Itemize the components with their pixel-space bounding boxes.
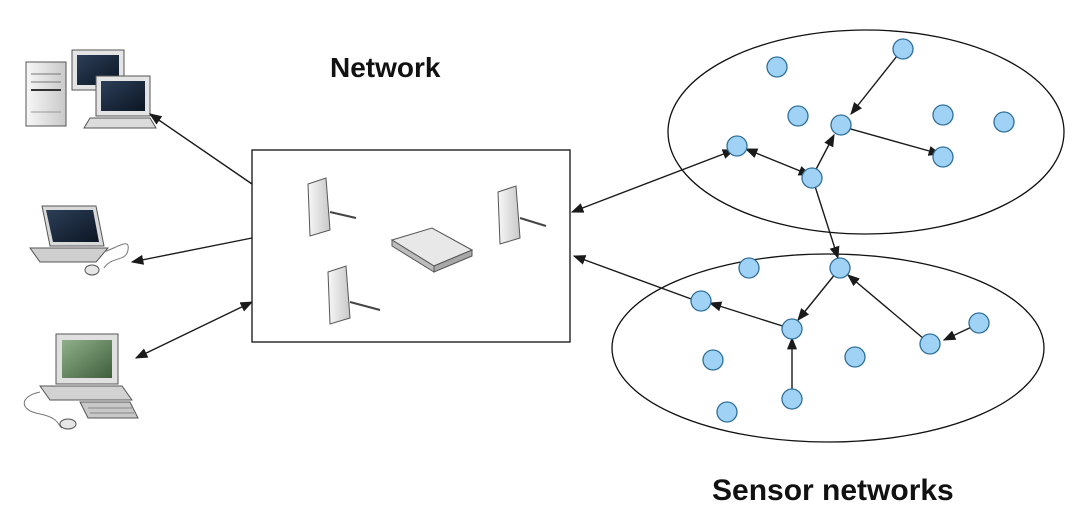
sensor-node <box>690 290 712 312</box>
sensor-node <box>968 312 990 334</box>
desktop-workstations-icon <box>25 49 157 129</box>
sensor-node <box>932 104 954 126</box>
server-icon <box>327 265 381 325</box>
sensor-networks-label: Sensor networks <box>712 474 954 507</box>
sensor-node <box>738 257 760 279</box>
upper-sensor-network <box>667 29 1065 235</box>
sensor-node <box>829 257 851 279</box>
network-box <box>251 149 571 343</box>
lower-sensor-network <box>611 253 1045 443</box>
arrow-lower-sensors-to-network <box>572 255 695 301</box>
arrow-to-workstations <box>148 113 253 185</box>
sensor-node <box>801 167 823 189</box>
router-icon <box>390 227 474 273</box>
sensor-node <box>716 401 738 423</box>
arrow-to-laptop <box>130 237 253 265</box>
sensor-node <box>781 318 803 340</box>
sensor-node <box>993 111 1015 133</box>
sensor-node <box>932 146 954 168</box>
server-icon <box>497 185 547 245</box>
desktop-computer-icon <box>23 333 139 430</box>
sensor-node <box>830 114 852 136</box>
client-connections <box>130 113 254 359</box>
sensor-node <box>781 388 803 410</box>
sensor-node <box>702 349 724 371</box>
sensor-node <box>919 333 941 355</box>
sensor-links <box>708 50 979 398</box>
laptop-icon <box>29 205 129 276</box>
network-label: Network <box>330 52 441 83</box>
sensor-node <box>787 105 809 127</box>
server-icon <box>307 177 357 237</box>
sensor-node <box>766 56 788 78</box>
arrow-network-upper-sensors <box>570 149 736 213</box>
sensor-nodes <box>690 38 1015 423</box>
sensor-node <box>892 38 914 60</box>
sensor-node <box>726 135 748 157</box>
sensor-node <box>844 346 866 368</box>
arrow-desktop-network <box>134 301 254 359</box>
